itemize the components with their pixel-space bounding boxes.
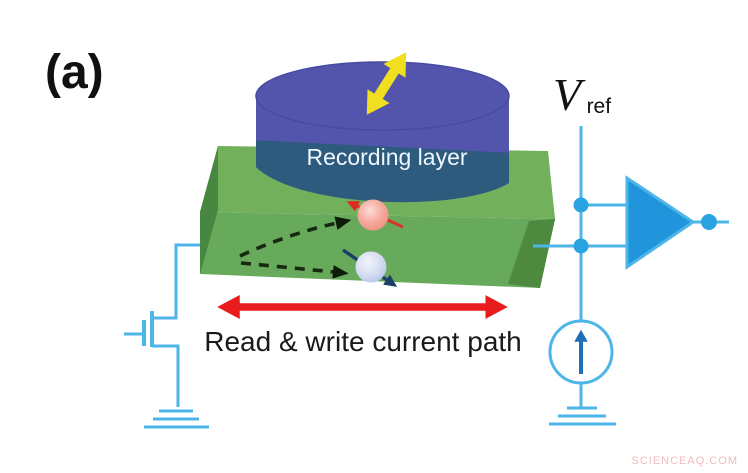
spin-down-electron bbox=[342, 248, 398, 287]
ground-symbol-right bbox=[549, 406, 616, 426]
ground-symbol-left bbox=[144, 409, 209, 429]
slab-left-face bbox=[200, 146, 218, 274]
sense-amplifier bbox=[625, 175, 729, 270]
source-wire bbox=[152, 344, 180, 407]
magnetization-arrow-icon bbox=[366, 52, 407, 115]
current-source bbox=[548, 319, 614, 407]
electron-deflection-arrows bbox=[239, 216, 352, 279]
amp-output-node bbox=[701, 214, 717, 230]
recording-layer-label: Recording layer bbox=[306, 144, 467, 170]
circuit-node bbox=[573, 197, 589, 213]
deflection-arrow-down-icon bbox=[240, 261, 349, 279]
amplifier-triangle-icon bbox=[625, 175, 696, 270]
circuit-node bbox=[573, 238, 589, 254]
deflection-arrow-up-icon bbox=[239, 216, 352, 258]
sense-circuit bbox=[533, 126, 729, 426]
drain-wire bbox=[152, 243, 200, 320]
current-path-label: Read & write current path bbox=[204, 326, 522, 357]
spin-up-electron bbox=[346, 199, 404, 231]
panel-label: (a) bbox=[45, 46, 104, 99]
slab-right-face bbox=[508, 219, 555, 288]
spin-up-sphere bbox=[357, 199, 389, 231]
spin-down-sphere bbox=[355, 251, 387, 283]
vref-label: V ref bbox=[553, 69, 611, 120]
slab-front-face bbox=[200, 212, 555, 288]
access-transistor bbox=[124, 243, 209, 429]
watermark: SCIENCEAQ.COM bbox=[631, 455, 738, 467]
